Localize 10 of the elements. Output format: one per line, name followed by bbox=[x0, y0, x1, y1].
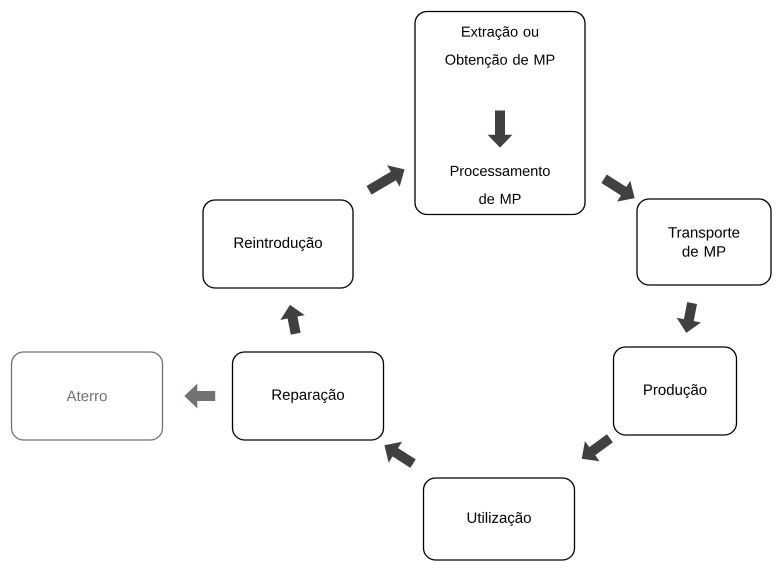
process-box: Transporte de MP bbox=[636, 198, 772, 286]
process-box bbox=[414, 10, 586, 216]
block-arrow bbox=[366, 165, 404, 195]
process-box: Produção bbox=[612, 346, 738, 436]
process-box: Reparação bbox=[232, 351, 384, 441]
box-text: Extração ou Obtenção de MP bbox=[445, 26, 554, 68]
process-box: Reintrodução bbox=[202, 199, 354, 289]
box-text: Processamento de MP bbox=[450, 166, 550, 204]
process-box: Utilização bbox=[422, 477, 576, 561]
process-box: Aterro bbox=[10, 351, 164, 441]
